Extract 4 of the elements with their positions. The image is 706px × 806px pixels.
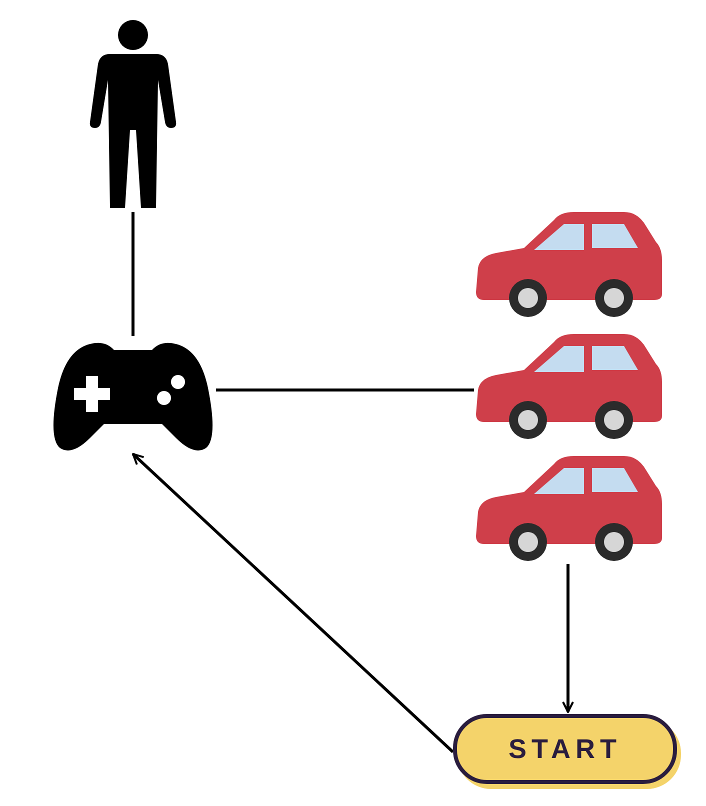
arrow: [562, 564, 574, 713]
arrow: [132, 452, 454, 754]
connector-line: [132, 212, 134, 336]
connector-line: [216, 388, 474, 392]
